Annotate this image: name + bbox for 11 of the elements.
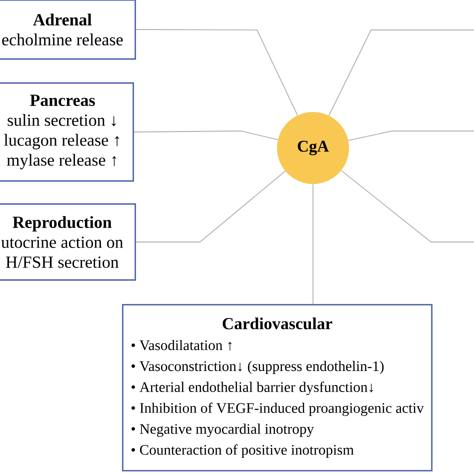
connector-line xyxy=(340,170,474,242)
connector-line xyxy=(312,184,314,304)
connector-line xyxy=(136,29,298,116)
category-box: Adrenal echolmine release xyxy=(0,0,136,60)
connector-line xyxy=(134,130,278,140)
connector-line xyxy=(348,130,474,141)
connector-line xyxy=(328,30,474,116)
connector-line xyxy=(136,170,286,242)
category-box: Cardiovascular • Vasodilatation ↑ • Vasoconstriction↓ (suppress endothelin-1) • Arterial endothelial barrier dysfunction↓ • Inhibition of VEGF-induced proangiogenic activ • Negative myocardial inotropy • Counteraction of positive inotropism xyxy=(122,304,433,472)
category-box: Pancreas sulin secretion ↓ lucagon release ↑ mylase release ↑ xyxy=(0,82,134,182)
category-box: Reproduction utocrine action on H/FSH secretion xyxy=(0,203,136,281)
